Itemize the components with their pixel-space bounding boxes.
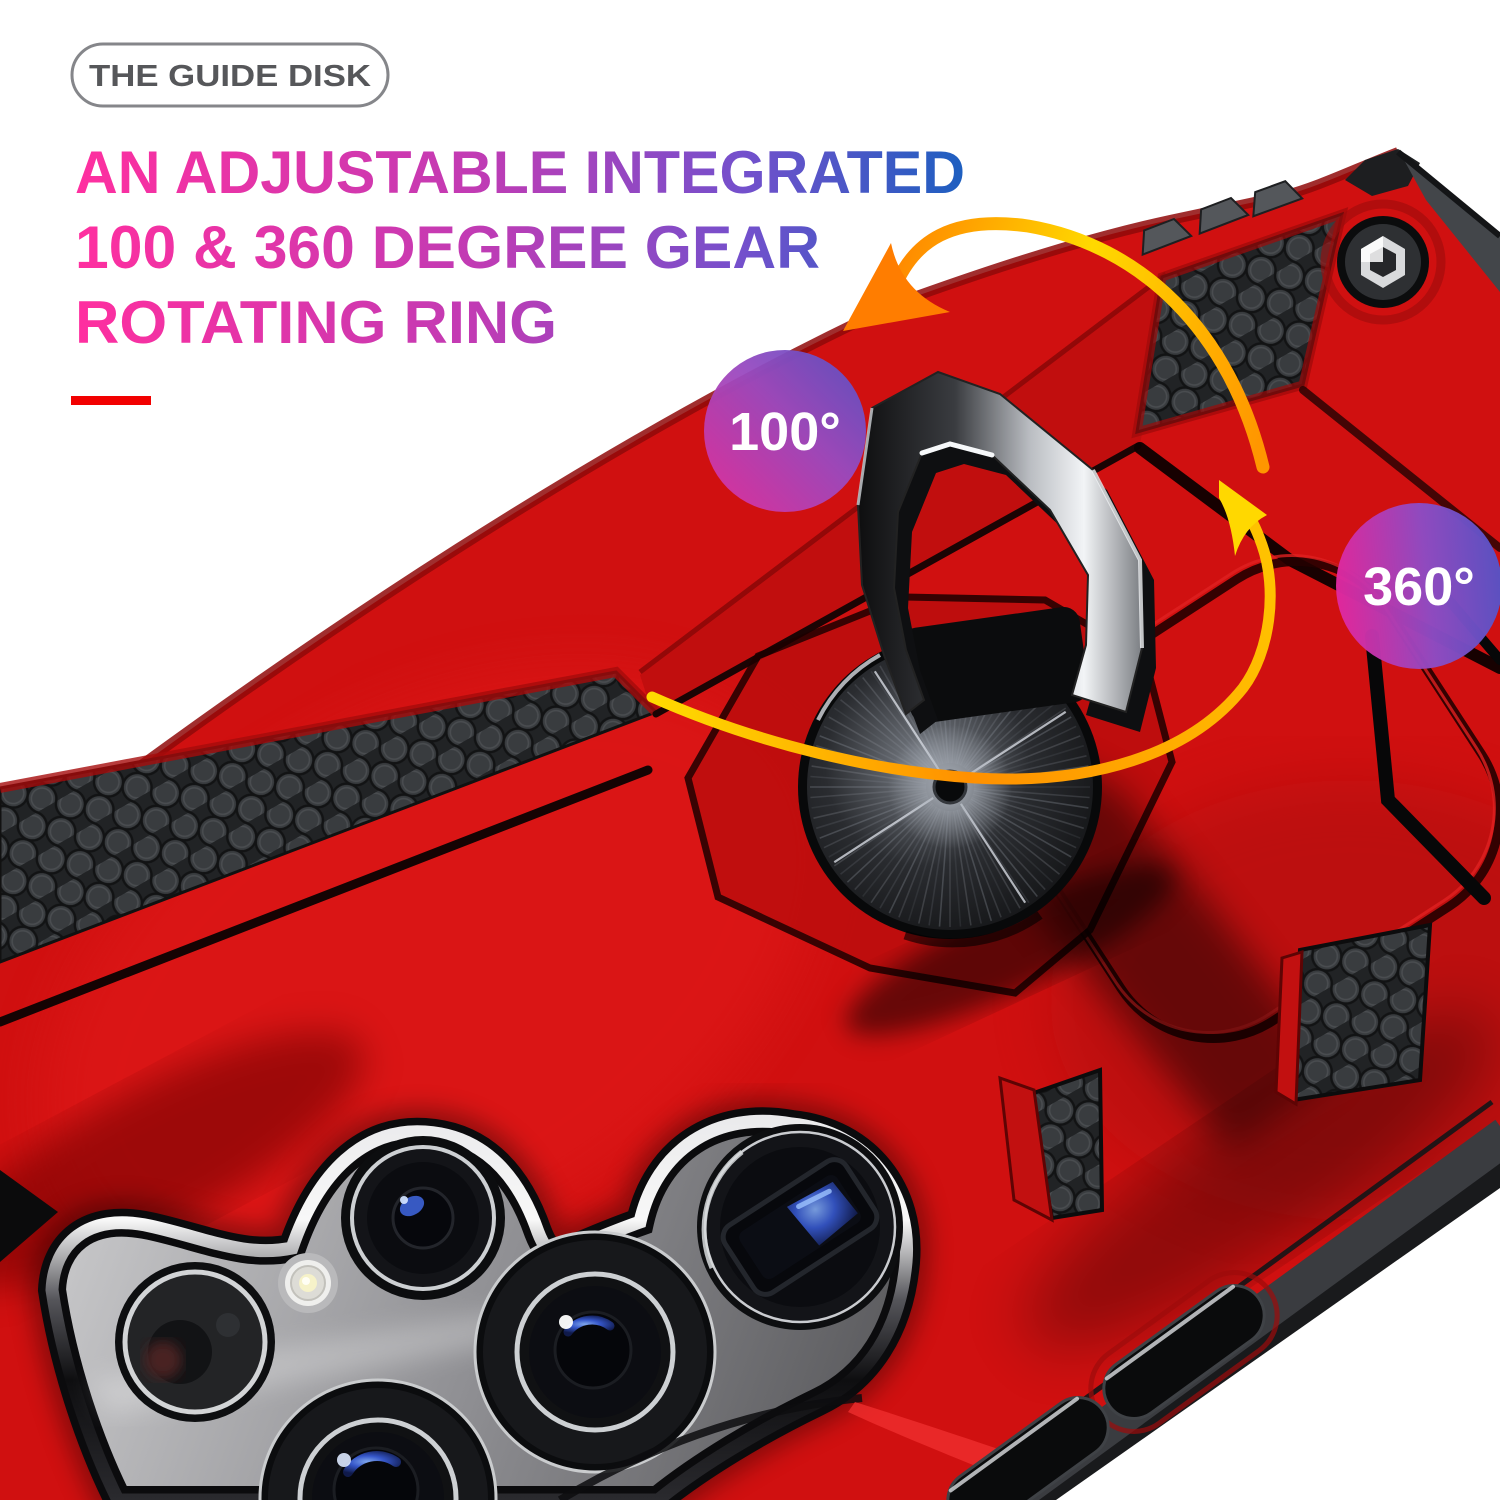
arrow-arc-360 (646, 502, 1276, 785)
camera-lens-ultrawide (115, 1262, 275, 1422)
corner-bumper (1345, 149, 1420, 196)
cast-shadows (0, 760, 1496, 1347)
kickstand-ring (856, 370, 1156, 734)
arrow-arc-100 (890, 217, 1270, 474)
camera-island (0, 1098, 1150, 1500)
headline-line-3: ROTATING RING (75, 289, 557, 356)
island-chrome-rim (45, 1114, 914, 1500)
edge-ridge-bumps (1141, 180, 1304, 257)
corner-side-rail (1398, 149, 1500, 292)
groove-line-lower (0, 765, 653, 1027)
camera-lens-bottom (258, 1378, 498, 1500)
camera-lens-periscope (697, 1124, 903, 1330)
corner-details (1141, 149, 1500, 325)
badge-360-degree: 360° (1336, 503, 1500, 669)
island-edge-shadow (0, 1170, 58, 1262)
headline-line-2: 100 & 360 DEGREE GEAR (75, 214, 820, 281)
arrowhead-100-icon (843, 243, 950, 331)
bottom-honeycomb-inserts (998, 922, 1433, 1223)
arrowhead-360-icon (1219, 480, 1267, 556)
headline-line-1: AN ADJUSTABLE INTEGRATED (75, 139, 965, 206)
badge-100-degree: 100° (704, 350, 866, 512)
guide-disk-tag: THE GUIDE DISK (70, 42, 390, 108)
pill-label: THE GUIDE DISK (89, 58, 372, 93)
accent-dash (71, 396, 151, 405)
camera-flash (278, 1253, 338, 1313)
camera-lens-tele (473, 1230, 717, 1474)
ring-hinge (901, 607, 1089, 723)
badge-100-label: 100° (729, 402, 841, 462)
corner-screw (1320, 199, 1446, 325)
background-cutoff (1056, 1188, 1500, 1500)
rotation-arrows (646, 217, 1276, 785)
camera-lens-wide (341, 1136, 505, 1300)
side-button-volume (946, 1396, 1110, 1500)
badge-360-label: 360° (1363, 557, 1475, 617)
rail-band (991, 1119, 1500, 1500)
headline: AN ADJUSTABLE INTEGRATED 100 & 360 DEGRE… (75, 139, 965, 356)
